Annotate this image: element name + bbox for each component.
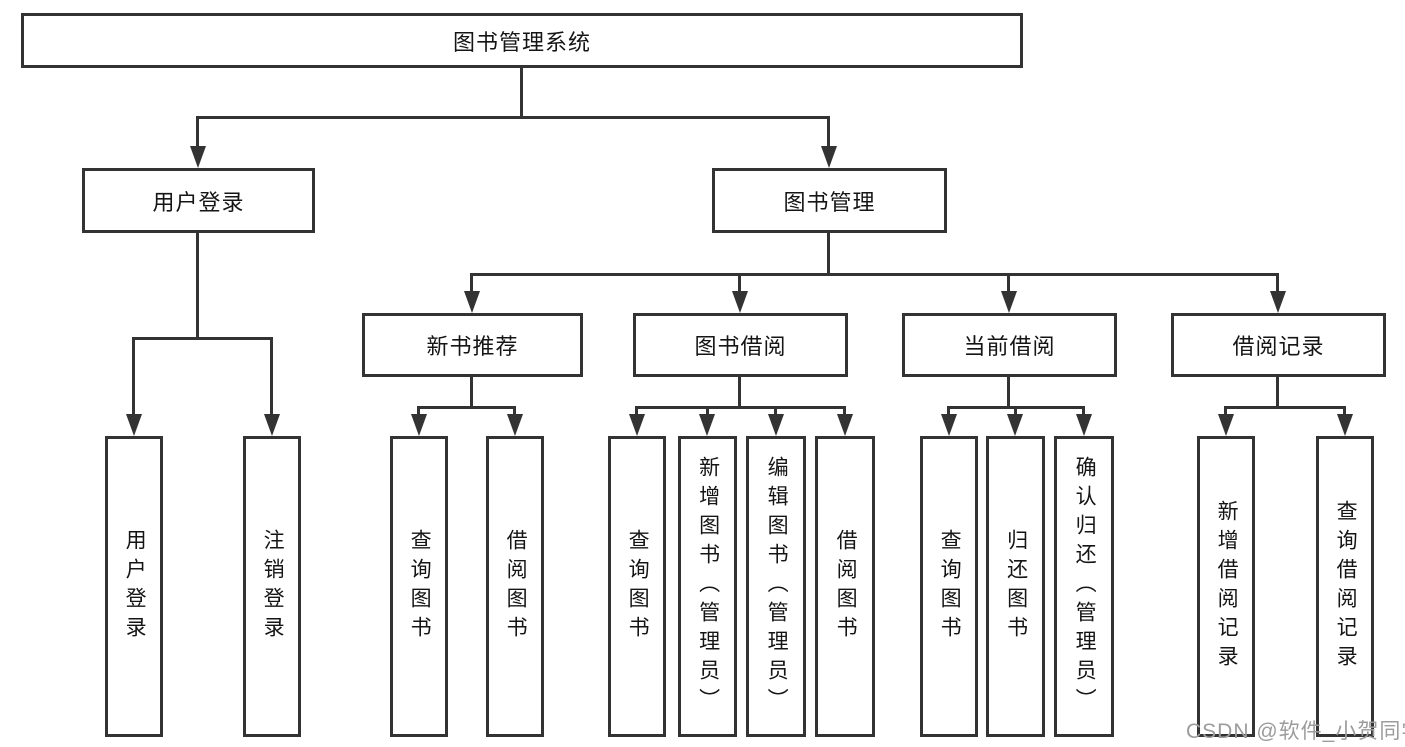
arrowhead-leaf [699, 414, 715, 436]
edge-leaf [1343, 406, 1346, 416]
node-user-login: 用户登录 [82, 168, 315, 233]
arrowhead-borrow-records [1270, 291, 1286, 313]
node-book-borrow: 图书借阅 [633, 313, 848, 377]
edge-user-login-stem [196, 233, 199, 340]
edge-user-login-bus [132, 337, 273, 340]
edge-level3-bus [470, 273, 1279, 276]
leaf-add-borrow-record-label: 新增借阅记录 [1215, 499, 1239, 674]
edge-borrow-records-bus [1224, 406, 1346, 409]
edge-book-borrow-bus [635, 406, 846, 409]
leaf-query-book-borrow-label: 查询图书 [626, 528, 650, 645]
leaf-logout-login: 注销登录 [243, 436, 301, 737]
edge-leaf [635, 406, 638, 416]
edge-leaf [417, 406, 420, 416]
edge-to-borrow-records [1276, 273, 1279, 293]
leaf-query-book-recommend-label: 查询图书 [408, 528, 432, 645]
arrowhead-book-management [821, 146, 837, 168]
edge-leaf [947, 406, 950, 416]
edge-leaf [1224, 406, 1227, 416]
leaf-edit-book-admin-label: 编辑图书（管理员） [765, 456, 789, 717]
leaf-confirm-return-admin: 确认归还（管理员） [1054, 436, 1114, 737]
edge-book-management-stem [827, 233, 830, 276]
node-book-management: 图书管理 [712, 168, 947, 233]
leaf-borrow-book-label: 借阅图书 [834, 528, 858, 645]
arrowhead-leaf [768, 414, 784, 436]
leaf-query-current-borrow: 查询图书 [920, 436, 978, 737]
leaf-return-book-label: 归还图书 [1004, 528, 1028, 645]
edge-to-book-management [827, 116, 830, 148]
edge-to-current-borrow [1007, 273, 1010, 293]
arrowhead-leaf [1007, 414, 1023, 436]
node-current-borrow-label: 当前借阅 [963, 334, 1056, 359]
edge-to-leaf-user-login [132, 337, 135, 416]
edge-root-stem [520, 68, 523, 119]
edge-to-book-borrow [738, 273, 741, 293]
arrowhead-user-login [190, 146, 206, 168]
edge-book-borrow-stem [738, 377, 741, 409]
edge-leaf [843, 406, 846, 416]
edge-borrow-records-stem [1276, 377, 1279, 409]
arrowhead-current-borrow [1001, 291, 1017, 313]
leaf-borrow-book-recommend-label: 借阅图书 [504, 528, 528, 645]
node-new-book-recommend-label: 新书推荐 [426, 334, 519, 359]
node-current-borrow: 当前借阅 [902, 313, 1117, 377]
arrowhead-leaf [411, 414, 427, 436]
edge-current-borrow-stem [1007, 377, 1010, 409]
arrowhead-leaf [1337, 414, 1353, 436]
node-user-login-label: 用户登录 [152, 189, 245, 215]
leaf-query-book-borrow: 查询图书 [608, 436, 666, 737]
arrowhead-leaf-user-login [126, 414, 142, 436]
edge-leaf [706, 406, 709, 416]
edge-new-book-recommend-stem [470, 377, 473, 409]
watermark: CSDN @软件_小贺同学 [1186, 720, 1405, 743]
leaf-add-borrow-record: 新增借阅记录 [1197, 436, 1255, 737]
node-root: 图书管理系统 [21, 13, 1023, 68]
leaf-edit-book-admin: 编辑图书（管理员） [746, 436, 806, 737]
arrowhead-leaf [941, 414, 957, 436]
edge-to-new-book-recommend [470, 273, 473, 293]
arrowhead-book-borrow [732, 291, 748, 313]
leaf-query-current-borrow-label: 查询图书 [938, 528, 962, 645]
leaf-add-book-admin: 新增图书（管理员） [678, 436, 737, 737]
arrowhead-leaf [837, 414, 853, 436]
leaf-confirm-return-admin-label: 确认归还（管理员） [1073, 456, 1097, 717]
edge-level1-bus [196, 116, 830, 119]
leaf-logout-login-label: 注销登录 [261, 528, 285, 645]
leaf-query-borrow-record: 查询借阅记录 [1316, 436, 1374, 737]
node-book-borrow-label: 图书借阅 [694, 334, 787, 359]
node-root-label: 图书管理系统 [452, 29, 591, 55]
node-borrow-records: 借阅记录 [1171, 313, 1386, 377]
node-new-book-recommend: 新书推荐 [362, 313, 583, 377]
edge-leaf [513, 406, 516, 416]
arrowhead-new-book-recommend [464, 291, 480, 313]
leaf-user-login: 用户登录 [105, 436, 163, 737]
leaf-query-book-recommend: 查询图书 [390, 436, 448, 737]
leaf-query-borrow-record-label: 查询借阅记录 [1334, 499, 1358, 674]
edge-leaf [1014, 406, 1017, 416]
leaf-borrow-book: 借阅图书 [815, 436, 875, 737]
arrowhead-leaf [1076, 414, 1092, 436]
arrowhead-leaf [1218, 414, 1234, 436]
edge-new-book-recommend-bus [417, 406, 516, 409]
leaf-user-login-label: 用户登录 [123, 528, 147, 645]
edge-to-user-login [196, 116, 199, 148]
edge-to-leaf-logout [270, 337, 273, 416]
edge-leaf [774, 406, 777, 416]
arrowhead-leaf [507, 414, 523, 436]
node-borrow-records-label: 借阅记录 [1232, 334, 1325, 359]
leaf-borrow-book-recommend: 借阅图书 [486, 436, 544, 737]
arrowhead-leaf-logout [264, 414, 280, 436]
leaf-add-book-admin-label: 新增图书（管理员） [696, 456, 720, 717]
edge-leaf [1082, 406, 1085, 416]
arrowhead-leaf [629, 414, 645, 436]
leaf-return-book: 归还图书 [986, 436, 1045, 737]
node-book-management-label: 图书管理 [783, 189, 876, 215]
